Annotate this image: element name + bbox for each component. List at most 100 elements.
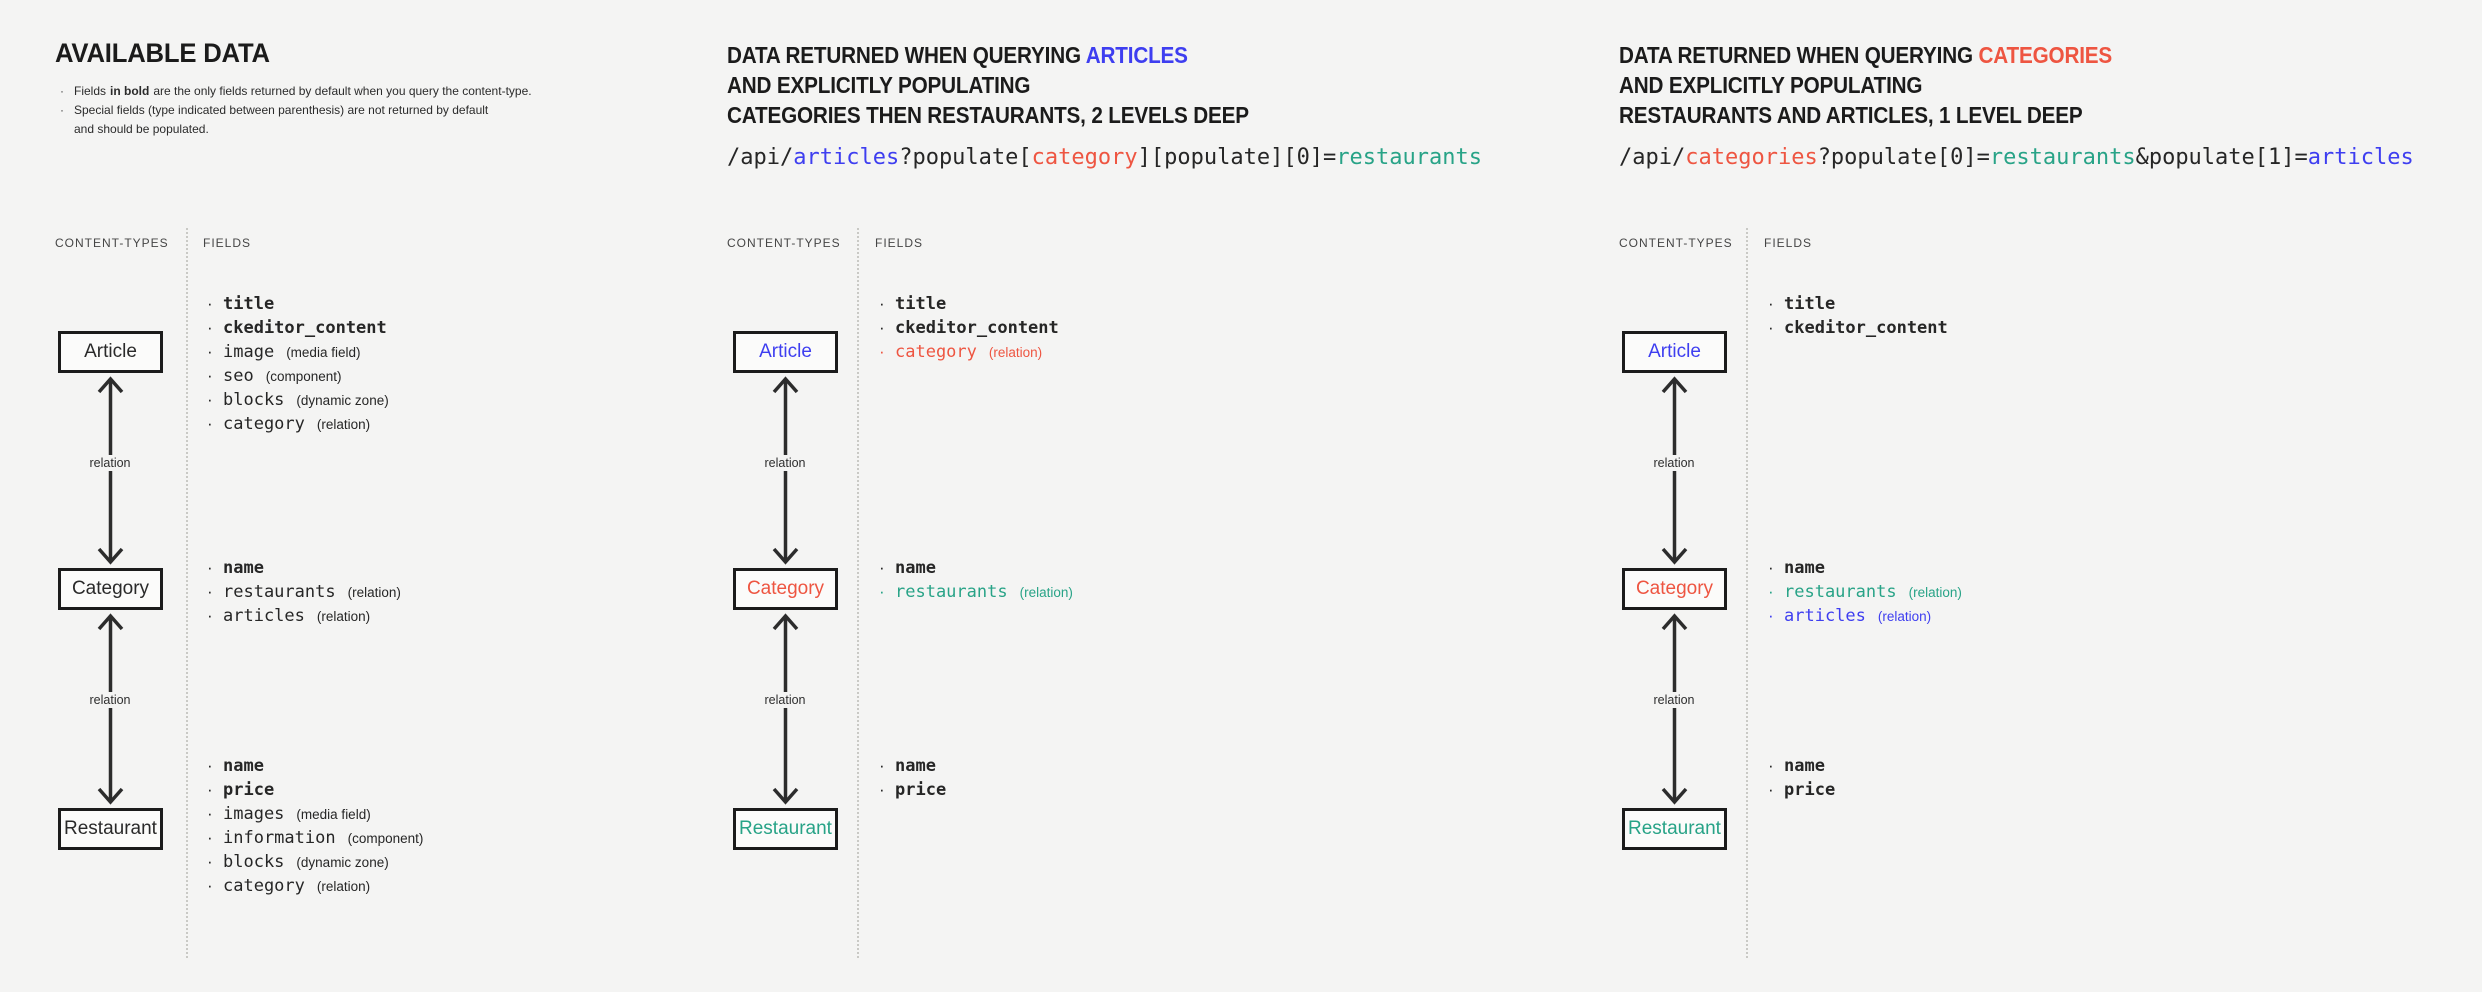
- fields-label: FIELDS: [875, 236, 924, 250]
- field-row: ·restaurants(relation): [207, 582, 401, 602]
- heading-highlight: ARTICLES: [1085, 42, 1188, 68]
- field-row: ·category(relation): [207, 876, 371, 896]
- bullet-icon: ·: [1768, 318, 1774, 337]
- bullet-icon: ·: [207, 414, 213, 433]
- field-row: ·price: [879, 780, 947, 800]
- field-row: ·image(media field): [207, 342, 361, 362]
- note-text: Special fields (type indicated between p…: [74, 103, 489, 136]
- bullet-icon: ·: [879, 294, 885, 313]
- bullet-icon: ·: [207, 852, 213, 871]
- fields-restaurant: ·name ·price: [879, 754, 958, 802]
- panel-heading-line: RESTAURANTS AND ARTICLES, 1 LEVEL DEEP: [1619, 102, 2083, 128]
- content-types-label: CONTENT-TYPES: [727, 236, 841, 250]
- node-category: Category: [58, 568, 163, 610]
- bullet-icon: ·: [207, 828, 213, 847]
- bullet-icon: ·: [1768, 294, 1774, 313]
- content-types-label: CONTENT-TYPES: [55, 236, 169, 250]
- bullet-icon: ·: [207, 780, 213, 799]
- node-restaurant: Restaurant: [58, 808, 163, 850]
- fields-label: FIELDS: [203, 236, 252, 250]
- field-row: ·name: [1768, 756, 1825, 776]
- bullet-icon: ·: [1768, 606, 1774, 625]
- field-row: ·title: [879, 294, 947, 314]
- field-row: ·price: [1768, 780, 1836, 800]
- bullet-icon: ·: [879, 780, 885, 799]
- relation-label: relation: [1648, 455, 1700, 471]
- fields-label: FIELDS: [1764, 236, 1813, 250]
- page-title: AVAILABLE DATA: [55, 38, 270, 68]
- relation-arrow: [1661, 613, 1688, 805]
- bullet-icon: ·: [207, 876, 213, 895]
- fields-restaurant: ·name ·price: [1768, 754, 1847, 802]
- fields-article: ·title ·ckeditor_content: [1768, 292, 1960, 340]
- field-row: ·category(relation): [207, 414, 371, 434]
- column-divider: [857, 228, 859, 958]
- field-row: ·title: [207, 294, 275, 314]
- field-row: ·blocks(dynamic zone): [207, 390, 389, 410]
- bullet-icon: ·: [879, 318, 885, 337]
- relation-label: relation: [759, 455, 811, 471]
- relation-label: relation: [84, 455, 136, 471]
- bullet-icon: ·: [207, 606, 213, 625]
- bullet-icon: ·: [207, 318, 213, 337]
- fields-restaurant: ·name ·price ·images(media field) ·infor…: [207, 754, 423, 898]
- heading-highlight: CATEGORIES: [1978, 42, 2113, 68]
- panel-heading-line: AND EXPLICITLY POPULATING: [727, 72, 1031, 98]
- node-restaurant: Restaurant: [1622, 808, 1727, 850]
- bullet-icon: ·: [879, 342, 885, 361]
- node-article: Article: [58, 331, 163, 373]
- fields-category: ·name ·restaurants(relation): [879, 556, 1073, 604]
- node-category: Category: [1622, 568, 1727, 610]
- field-row: ·restaurants(relation): [879, 582, 1073, 602]
- bullet-icon: ·: [60, 84, 64, 98]
- field-row: ·name: [207, 756, 264, 776]
- bullet-icon: ·: [1768, 582, 1774, 601]
- node-article: Article: [733, 331, 838, 373]
- panel-heading-line: DATA RETURNED WHEN QUERYING ARTICLES: [727, 42, 1188, 68]
- bullet-icon: ·: [207, 558, 213, 577]
- api-query: /api/categories?populate[0]=restaurants&…: [1619, 145, 2414, 170]
- relation-label: relation: [84, 692, 136, 708]
- relation-arrow: [772, 613, 799, 805]
- field-row: ·articles(relation): [207, 606, 371, 626]
- fields-category: ·name ·restaurants(relation) ·articles(r…: [1768, 556, 1962, 628]
- bullet-icon: ·: [879, 582, 885, 601]
- relation-label: relation: [1648, 692, 1700, 708]
- field-row: ·information(component): [207, 828, 424, 848]
- node-restaurant: Restaurant: [733, 808, 838, 850]
- column-divider: [186, 228, 188, 958]
- field-row: ·blocks(dynamic zone): [207, 852, 389, 872]
- bullet-icon: ·: [1768, 780, 1774, 799]
- bullet-icon: ·: [207, 294, 213, 313]
- panel-heading-line: CATEGORIES THEN RESTAURANTS, 2 LEVELS DE…: [727, 102, 1249, 128]
- bullet-icon: ·: [879, 558, 885, 577]
- fields-category: ·name ·restaurants(relation) ·articles(r…: [207, 556, 401, 628]
- bullet-icon: ·: [60, 103, 64, 117]
- bullet-icon: ·: [1768, 756, 1774, 775]
- field-row: ·articles(relation): [1768, 606, 1932, 626]
- field-row: ·seo(component): [207, 366, 342, 386]
- relation-arrow: [97, 613, 124, 805]
- api-query: /api/articles?populate[category][populat…: [727, 145, 1483, 170]
- relation-label: relation: [759, 692, 811, 708]
- bullet-icon: ·: [207, 582, 213, 601]
- field-row: ·images(media field): [207, 804, 371, 824]
- bullet-icon: ·: [207, 342, 213, 361]
- bullet-icon: ·: [207, 366, 213, 385]
- field-row: ·restaurants(relation): [1768, 582, 1962, 602]
- panel-heading-line: DATA RETURNED WHEN QUERYING CATEGORIES: [1619, 42, 2113, 68]
- column-divider: [1746, 228, 1748, 958]
- bullet-icon: ·: [207, 756, 213, 775]
- field-row: ·ckeditor_content: [207, 318, 387, 338]
- field-row: ·name: [879, 558, 936, 578]
- note-item: · Special fields (type indicated between…: [60, 101, 532, 139]
- bullet-icon: ·: [207, 390, 213, 409]
- field-row: ·name: [207, 558, 264, 578]
- bullet-icon: ·: [207, 804, 213, 823]
- bullet-icon: ·: [1768, 558, 1774, 577]
- field-row: ·ckeditor_content: [879, 318, 1059, 338]
- fields-article: ·title ·ckeditor_content ·category(relat…: [879, 292, 1071, 364]
